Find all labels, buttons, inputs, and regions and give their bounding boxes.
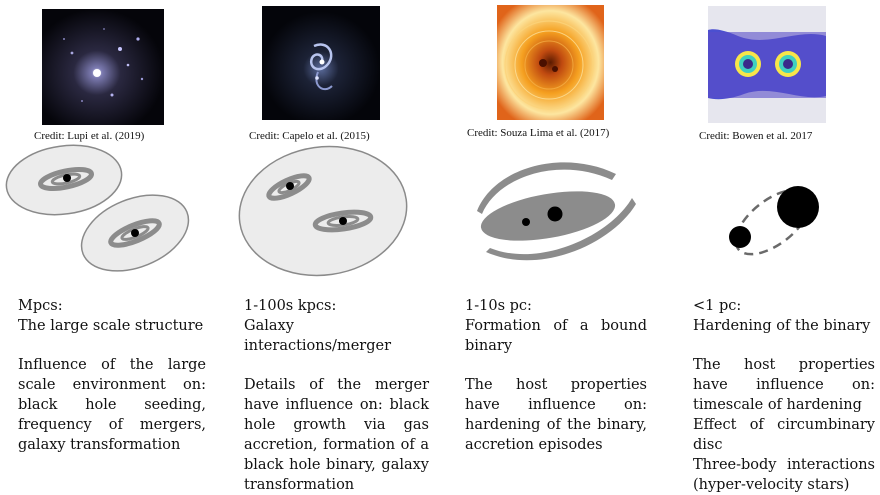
large-scale-structure-image <box>42 9 164 125</box>
subtitle-bound-binary: Formation of a bound binary <box>465 318 647 354</box>
scale-subpc: <1 pc: <box>693 298 742 314</box>
merging-galaxy-lower <box>312 209 374 233</box>
subtitle-large-scale-structure: The large scale structure <box>18 318 204 334</box>
galaxy-merger-image <box>262 6 380 120</box>
subtitle-galaxy-interactions: Galaxy interactions/merger <box>244 318 391 354</box>
circumbinary-disc-image <box>708 6 826 123</box>
scale-kpc: 1-100s kpcs: <box>244 298 337 314</box>
three-body-interactions: Three-body interactions (hyper-velocity … <box>693 457 875 493</box>
two-separated-galaxies-sketch <box>5 144 190 272</box>
effect-circumbinary-disc: Effect of circumbinary disc <box>693 417 875 453</box>
credit-souza-lima: Credit: Souza Lima et al. (2017) <box>467 127 610 139</box>
subtitle-hardening: Hardening of the binary <box>693 318 871 334</box>
black-hole-binary-sketch <box>729 186 819 256</box>
credit-lupi: Credit: Lupi et al. (2019) <box>34 130 145 142</box>
description-kpc: Details of the merger have influence on:… <box>244 377 429 493</box>
bound-binary-galaxy-sketch <box>477 162 636 261</box>
scale-pc: 1-10s pc: <box>465 298 532 314</box>
scale-mpc: Mpcs: <box>18 298 63 314</box>
galaxy-lower-right <box>80 194 190 272</box>
credit-bowen: Credit: Bowen et al. 2017 <box>699 130 813 142</box>
description-pc: The host properties have influence on: h… <box>465 377 647 453</box>
description-subpc: The host properties have influence on: t… <box>693 357 875 413</box>
description-mpc: Influence of the large scale environment… <box>18 357 206 453</box>
bound-binary-formation-image <box>497 5 604 120</box>
credit-capelo: Credit: Capelo et al. (2015) <box>249 130 370 142</box>
galaxy-merger-sketch <box>238 145 408 277</box>
merging-galaxy-upper <box>266 173 312 201</box>
galaxy-upper-left <box>5 144 123 216</box>
